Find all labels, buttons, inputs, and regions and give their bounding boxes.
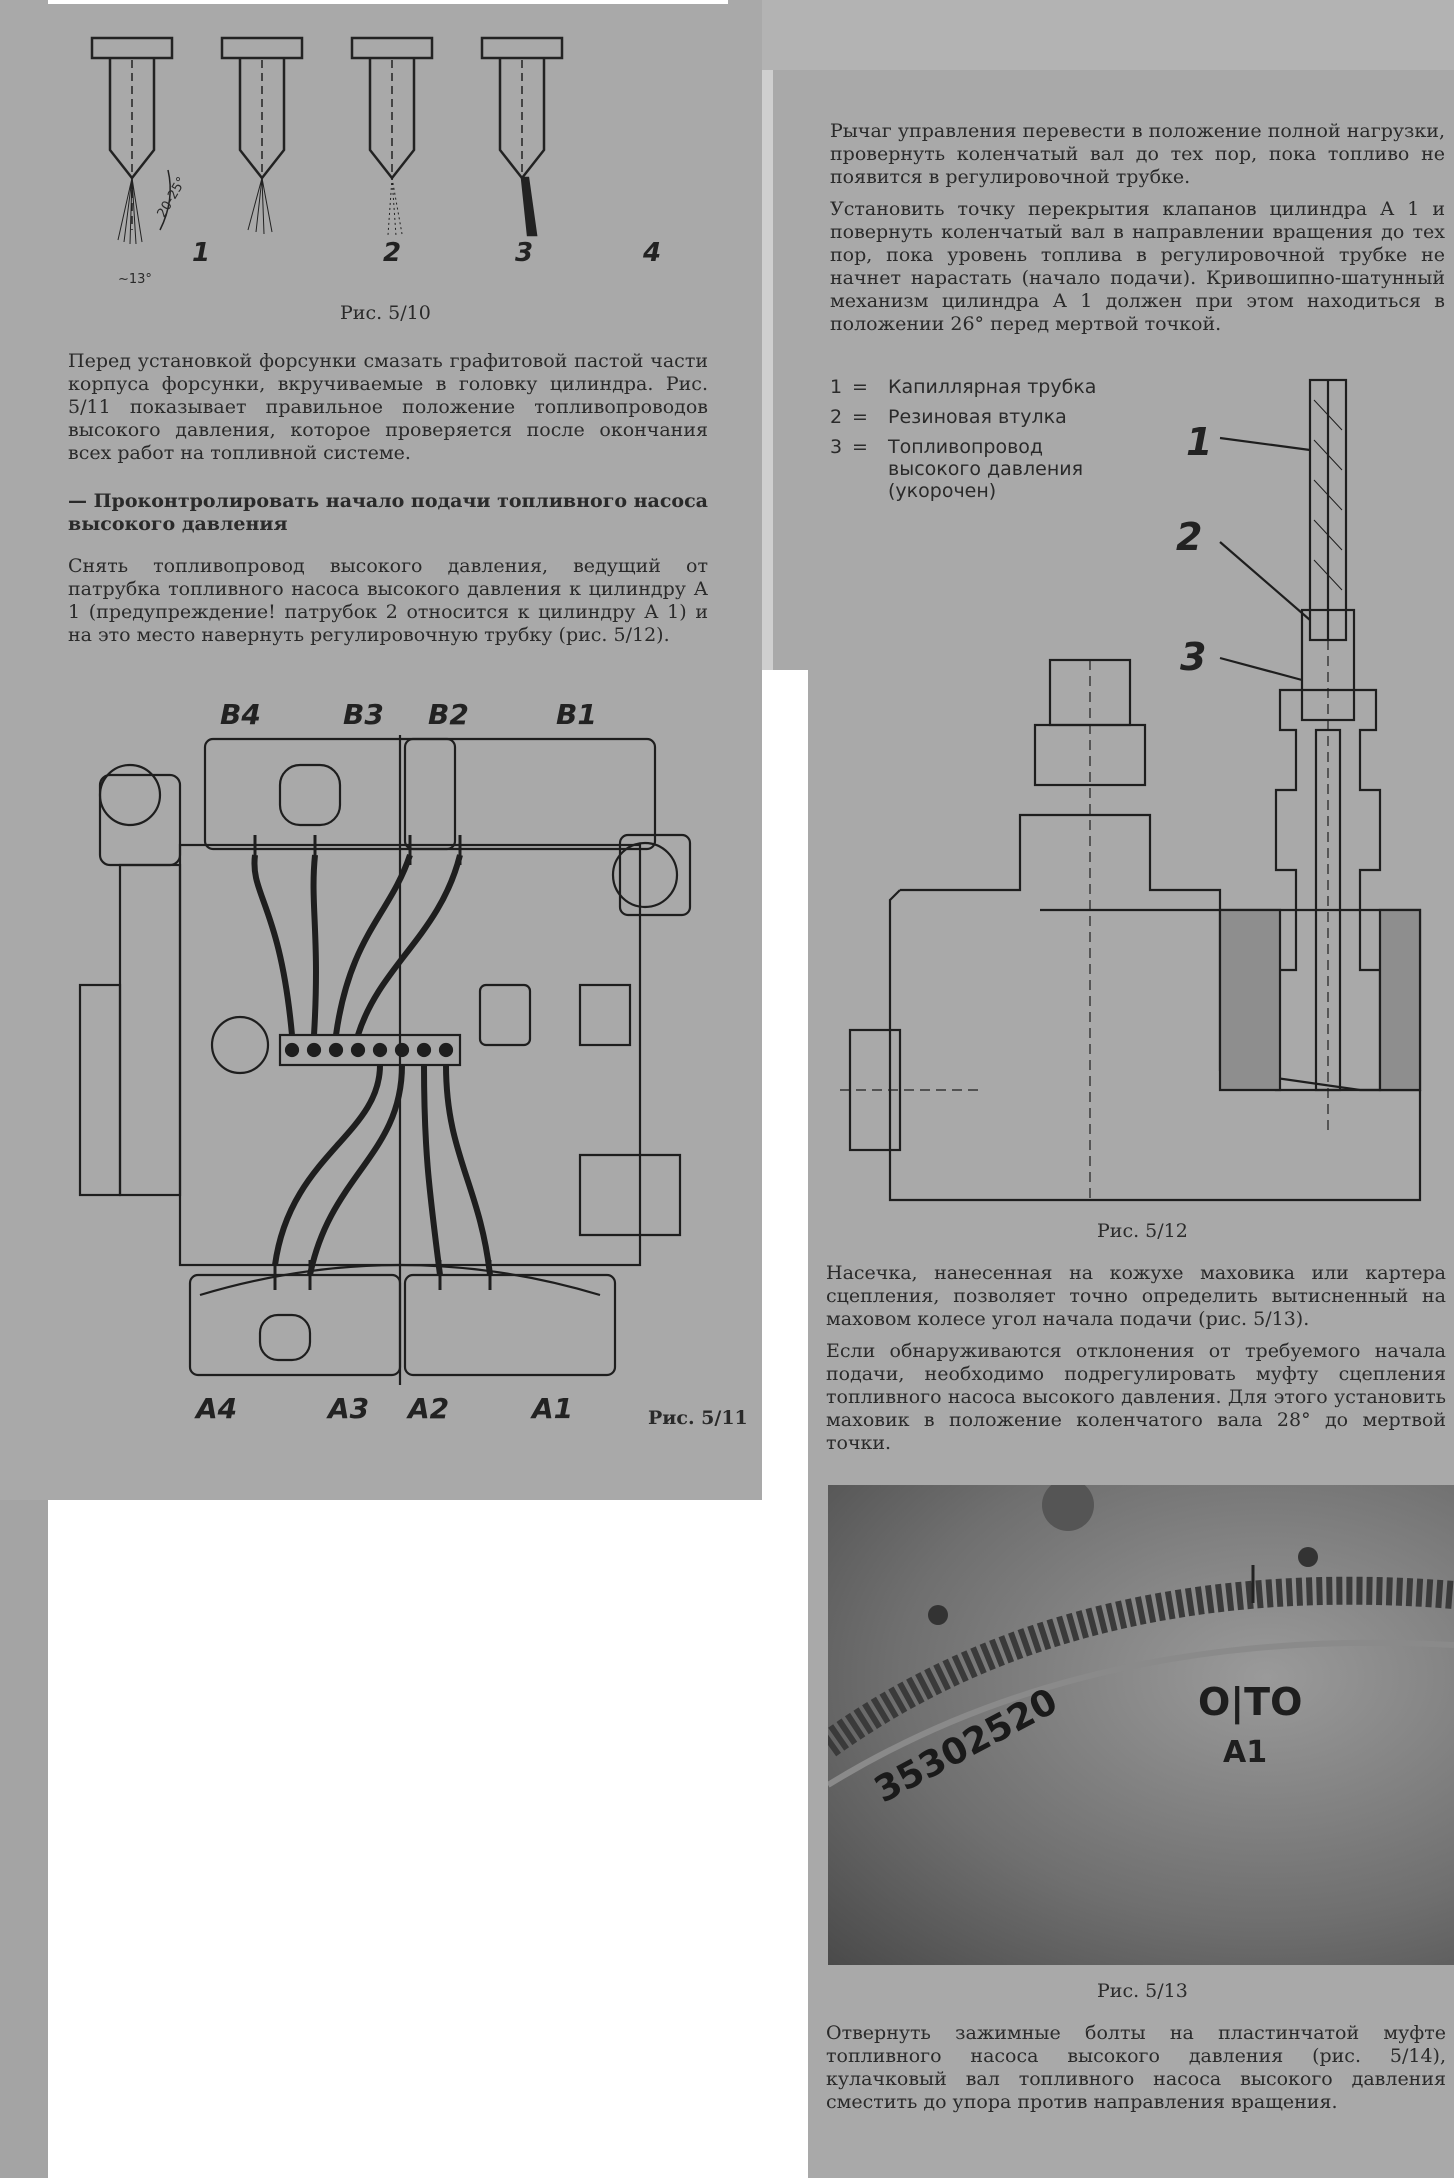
fig-5-13-flywheel-photo: O|TO A1 35302520: [828, 1485, 1454, 1965]
fig-5-12-adjusting-tube: [840, 378, 1422, 1202]
fig-5-12-label-1: 1: [1186, 420, 1213, 464]
photo-a1-mark: A1: [1223, 1735, 1268, 1770]
photo-ot-mark: O|TO: [1198, 1680, 1303, 1724]
paragraph-deviation: Если обнаруживаются отклонения от требуе…: [826, 1340, 1446, 1454]
paragraph-injector-install: Перед установкой форсунки смазать графит…: [68, 350, 708, 464]
paragraph-valve-overlap: Установить точку перекрытия клапанов цил…: [830, 198, 1445, 335]
top-white-strip: [48, 0, 728, 4]
cyl-label-a2: A2: [408, 1392, 450, 1425]
blank-gap: [762, 670, 808, 2178]
fig-5-10-label-1: 1: [192, 238, 211, 268]
axis-angle-label: ~13°: [118, 272, 152, 287]
legend-item: 3= Топливопровод высокого давления (укор…: [830, 436, 1084, 502]
fig-5-12-label-2: 2: [1176, 515, 1203, 559]
legend-item: 1= Капиллярная трубка: [830, 376, 1097, 398]
fig-5-10-nozzles: [90, 36, 564, 245]
paragraph-remove-fuel-line: Снять топливопровод высокого давления, в…: [68, 555, 708, 646]
paragraph-flywheel-mark: Насечка, нанесенная на кожухе маховика и…: [826, 1262, 1446, 1330]
fig-5-10-label-3: 3: [515, 238, 534, 268]
cyl-label-b3: B3: [343, 698, 384, 731]
cyl-label-b1: B1: [556, 698, 597, 731]
fig-5-13-caption: Рис. 5/13: [1097, 1980, 1188, 2002]
fig-5-12-legend: 1= Капиллярная трубка 2= Резиновая втулк…: [830, 376, 1130, 502]
fig-5-12-label-3: 3: [1180, 635, 1207, 679]
paragraph-clamp-bolts: Отвернуть зажимные болты на пластинчатой…: [826, 2022, 1446, 2113]
cyl-label-a4: A4: [196, 1392, 238, 1425]
fig-5-11-caption: Рис. 5/11: [648, 1407, 748, 1429]
section-heading: — Проконтролировать начало подачи топлив…: [68, 490, 708, 535]
fig-5-11-engine: [78, 735, 692, 1385]
paragraph-lever-full-load: Рычаг управления перевести в положение п…: [830, 120, 1445, 188]
legend-item: 2= Резиновая втулка: [830, 406, 1067, 428]
blank-area: [48, 1500, 808, 2178]
cyl-label-a3: A3: [328, 1392, 370, 1425]
left-page: [0, 0, 762, 1500]
fig-5-10-label-2: 2: [383, 238, 402, 268]
fig-5-10-label-4: 4: [643, 238, 662, 268]
right-page-top: [773, 70, 1454, 670]
cyl-label-a1: A1: [532, 1392, 574, 1425]
fig-5-10-caption: Рис. 5/10: [340, 302, 431, 324]
fig-5-12-caption: Рис. 5/12: [1097, 1220, 1188, 1242]
cyl-label-b2: B2: [428, 698, 469, 731]
left-page-edge: [0, 1500, 48, 2178]
page-margin-top: [762, 0, 1454, 70]
cyl-label-b4: B4: [220, 698, 261, 731]
